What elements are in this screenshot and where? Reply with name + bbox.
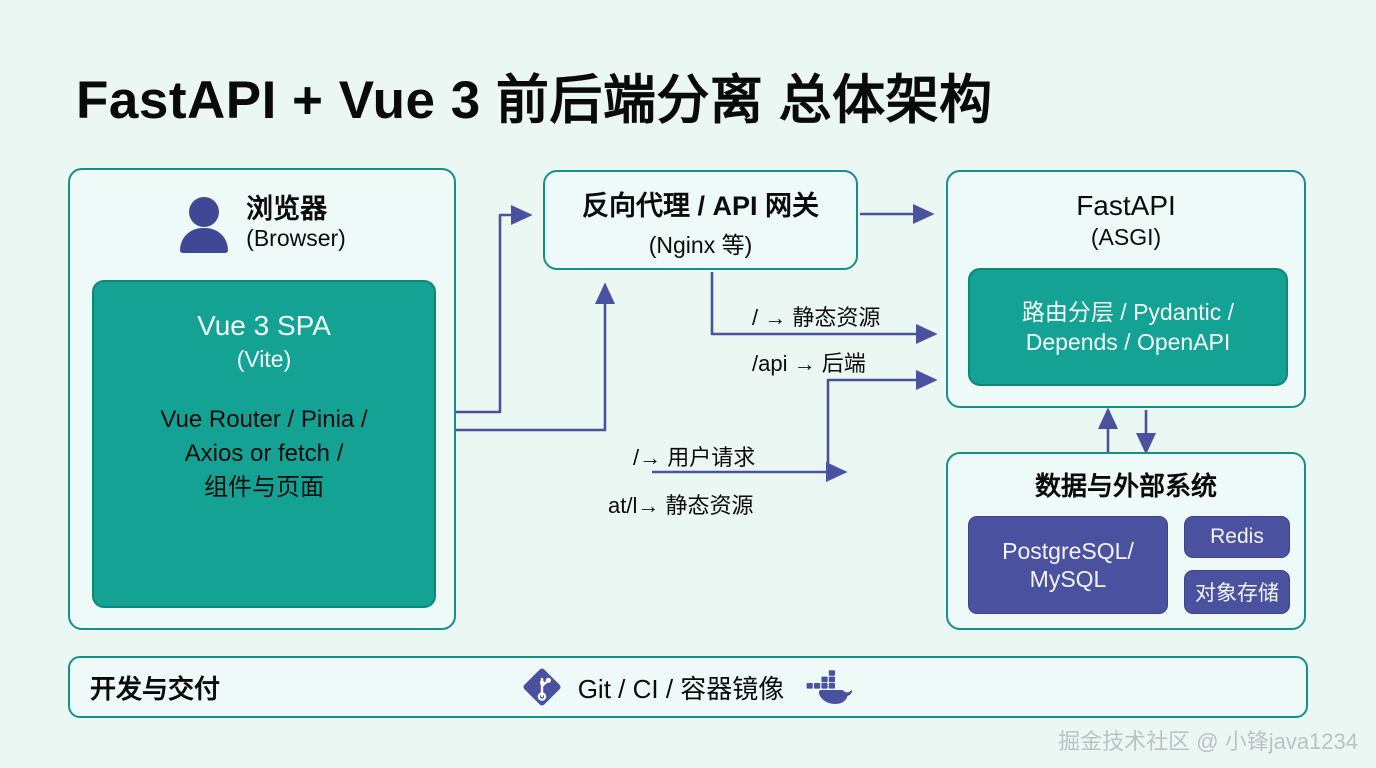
database-label: PostgreSQL/ MySQL (1002, 537, 1134, 593)
database-card: PostgreSQL/ MySQL (968, 516, 1168, 614)
database-line-2: MySQL (1029, 566, 1107, 592)
watermark: 掘金技术社区 @ 小锋java1234 (1058, 729, 1358, 754)
spa-stack-line-3: 组件与页面 (204, 474, 324, 502)
devops-label: 开发与交付 (90, 673, 221, 704)
label-user-request: /→ 用户请求 (633, 445, 756, 470)
label-static-route: / → 静态资源 (752, 305, 881, 330)
browser-title: 浏览器 (246, 194, 328, 224)
object-storage-card: 对象存储 (1184, 570, 1290, 614)
proxy-title: 反向代理 / API 网关 (581, 191, 819, 221)
data-systems-panel: 数据与外部系统 PostgreSQL/ MySQL Redis 对象存储 (946, 452, 1306, 630)
browser-subtitle: (Browser) (246, 225, 346, 252)
devops-bar: 开发与交付 Git / CI / 容器镜像 (68, 656, 1308, 718)
vue-spa-card: Vue 3 SPA (Vite) Vue Router / Pinia / Ax… (92, 280, 436, 608)
docker-whale-icon (800, 667, 854, 707)
redis-card: Redis (1184, 516, 1290, 558)
spa-stack: Vue Router / Pinia / Axios or fetch / 组件… (94, 403, 434, 505)
browser-header: 浏览器 (Browser) (70, 194, 454, 253)
fastapi-title: FastAPI (1076, 190, 1176, 221)
proxy-subtitle: (Nginx 等) (648, 232, 753, 258)
devops-pipeline-group: Git / CI / 容器镜像 (70, 658, 1306, 716)
devops-pipeline-text: Git / CI / 容器镜像 (577, 673, 785, 704)
spa-subtitle: (Vite) (236, 346, 292, 372)
fastapi-feature-line-1: 路由分层 / Pydantic / (1021, 298, 1235, 325)
reverse-proxy-panel: 反向代理 / API 网关 (Nginx 等) (543, 170, 858, 270)
spa-title: Vue 3 SPA (197, 310, 331, 341)
page-title: FastAPI + Vue 3 前后端分离 总体架构 (76, 71, 993, 130)
fastapi-inner-card: 路由分层 / Pydantic / Depends / OpenAPI (968, 268, 1288, 386)
spa-stack-line-1: Vue Router / Pinia / (160, 406, 368, 433)
fastapi-feature-line-2: Depends / OpenAPI (1025, 329, 1231, 355)
label-static-request: at/l→ 静态资源 (608, 493, 754, 518)
fastapi-features: 路由分层 / Pydantic / Depends / OpenAPI (1014, 297, 1242, 358)
spa-stack-line-2: Axios or fetch / (184, 440, 344, 468)
person-icon (178, 195, 230, 253)
git-icon (522, 667, 562, 707)
fastapi-panel: FastAPI (ASGI) 路由分层 / Pydantic / Depends… (946, 170, 1306, 408)
label-api-route: /api → 后端 (752, 351, 866, 376)
database-line-1: PostgreSQL/ (1002, 537, 1134, 564)
data-systems-title: 数据与外部系统 (1034, 471, 1217, 501)
browser-panel: 浏览器 (Browser) Vue 3 SPA (Vite) Vue Route… (68, 168, 456, 630)
browser-title-group: 浏览器 (Browser) (246, 194, 346, 251)
fastapi-subtitle: (ASGI) (1090, 224, 1162, 250)
